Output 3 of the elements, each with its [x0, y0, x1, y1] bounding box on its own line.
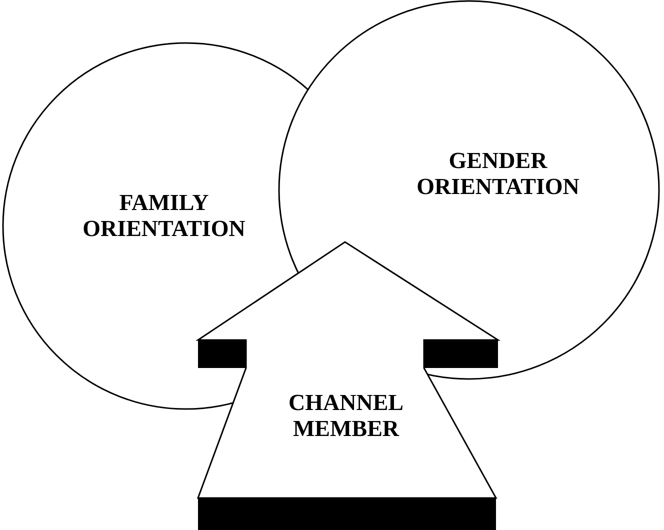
circle-label: GENDER ORIENTATION	[416, 148, 580, 200]
circle-label: FAMILY ORIENTATION	[82, 190, 246, 242]
arrow-label: CHANNEL MEMBER	[287, 390, 404, 442]
